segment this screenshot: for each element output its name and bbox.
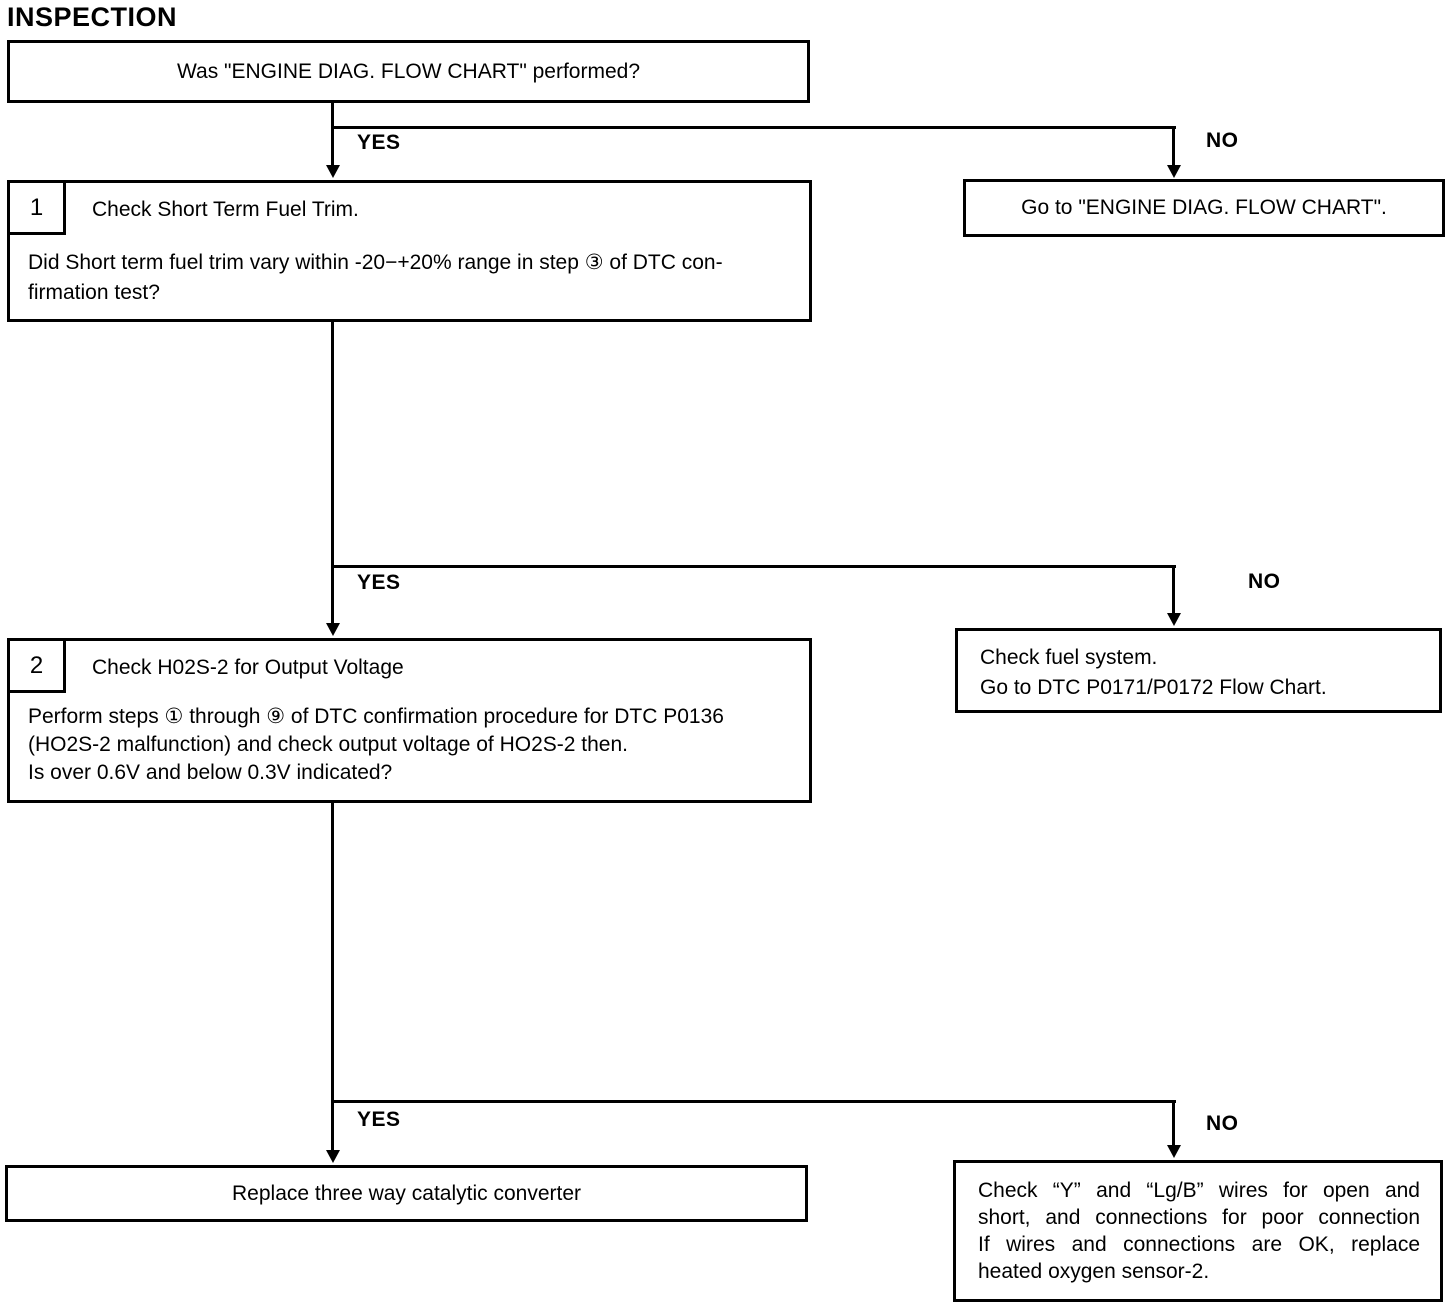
step2-body: Perform steps ① through ⑨ of DTC confirm… [28, 703, 795, 787]
connector-line [331, 101, 334, 167]
arrow-down-icon [326, 623, 340, 636]
step1-body-line: Did Short term fuel trim vary within -20… [28, 251, 723, 274]
yes-label: YES [357, 131, 401, 154]
step2-body-line: Is over 0.6V and below 0.3V indicated? [28, 761, 393, 784]
connector-line [331, 322, 334, 623]
arrow-down-icon [1167, 613, 1181, 626]
node-check-wires: Check “Y” and “Lg/B” wires for open and … [953, 1160, 1443, 1302]
step2-number-badge: 2 [10, 641, 66, 693]
step1-body-line: firmation test? [28, 281, 160, 304]
node-start: Was "ENGINE DIAG. FLOW CHART" performed? [7, 40, 810, 103]
arrow-down-icon [1167, 165, 1181, 178]
connector-line [331, 1100, 1176, 1103]
connector-line [1172, 1100, 1175, 1146]
yes-label: YES [357, 571, 401, 594]
arrow-down-icon [1167, 1145, 1181, 1158]
node-start-text: Was "ENGINE DIAG. FLOW CHART" performed? [177, 59, 640, 83]
step2-title: Check H02S-2 for Output Voltage [92, 656, 404, 679]
step1-number-badge: 1 [10, 183, 66, 235]
arrow-down-icon [326, 1150, 340, 1163]
yes-label: YES [357, 1108, 401, 1131]
connector-line [1172, 565, 1175, 613]
connector-line [331, 126, 1176, 129]
step2-body-line: (HO2S-2 malfunction) and check output vo… [28, 733, 628, 756]
check-wires-line: short, and connections for poor connecti… [978, 1206, 1420, 1229]
arrow-down-icon [326, 165, 340, 178]
check-wires-line: If wires and connections are OK, replace [978, 1233, 1420, 1256]
no-label: NO [1248, 570, 1281, 593]
check-fuel-system-line: Go to DTC P0171/P0172 Flow Chart. [980, 676, 1327, 699]
connector-line [331, 803, 334, 1150]
check-wires-line: heated oxygen sensor-2. [978, 1260, 1210, 1283]
step1-title: Check Short Term Fuel Trim. [92, 198, 359, 221]
node-check-fuel-system: Check fuel system. Go to DTC P0171/P0172… [955, 628, 1442, 713]
node-step1: 1 Check Short Term Fuel Trim. Did Short … [7, 180, 812, 322]
node-goto-engine-diag: Go to "ENGINE DIAG. FLOW CHART". [963, 179, 1445, 237]
no-label: NO [1206, 129, 1239, 152]
page-title: INSPECTION [7, 2, 178, 32]
connector-line [331, 565, 1176, 568]
check-fuel-system-line: Check fuel system. [980, 646, 1158, 669]
check-wires-line: Check “Y” and “Lg/B” wires for open and [978, 1179, 1420, 1202]
step1-body: Did Short term fuel trim vary within -20… [28, 248, 795, 308]
node-goto-engine-diag-text: Go to "ENGINE DIAG. FLOW CHART". [1021, 196, 1387, 219]
step2-body-line: Perform steps ① through ⑨ of DTC confirm… [28, 705, 724, 728]
node-replace-converter-text: Replace three way catalytic converter [232, 1181, 581, 1205]
no-label: NO [1206, 1112, 1239, 1135]
node-step2: 2 Check H02S-2 for Output Voltage Perfor… [7, 638, 812, 803]
node-replace-converter: Replace three way catalytic converter [5, 1165, 808, 1222]
connector-line [1172, 126, 1175, 167]
